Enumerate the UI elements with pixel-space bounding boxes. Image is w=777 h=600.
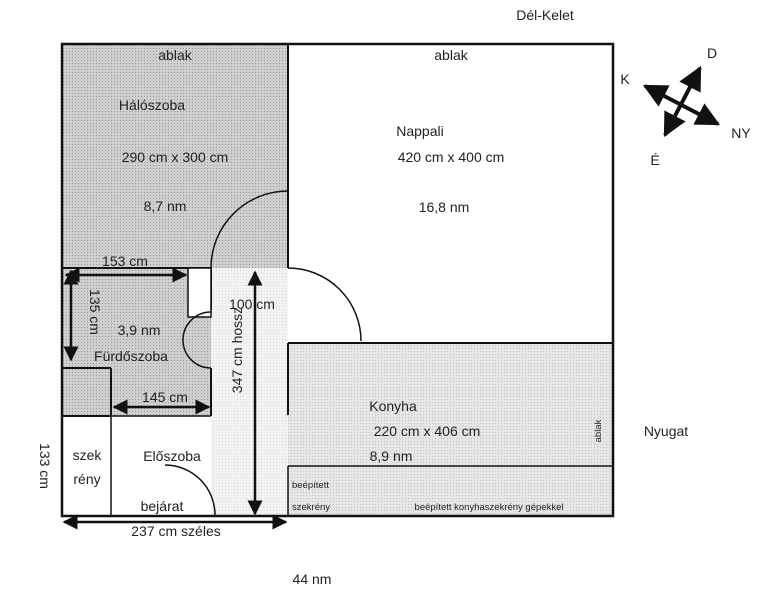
bath-name: Fürdőszoba	[94, 348, 168, 364]
compass-d: D	[707, 45, 717, 61]
bedroom-area	[62, 44, 288, 268]
entrance-label: bejárat	[141, 498, 184, 514]
walls	[60, 42, 615, 518]
closet-label-1: szek	[73, 447, 103, 463]
hall-door-width: 100 cm	[229, 296, 275, 312]
bedroom-size: 290 cm x 300 cm	[122, 149, 229, 165]
builtin-label-2: szekrény	[292, 502, 330, 513]
living-area-label: 16,8 nm	[419, 199, 470, 215]
bedroom-area-label: 8,7 nm	[144, 198, 187, 214]
kitchen-area-label: 8,9 nm	[370, 448, 413, 464]
door-arcs	[164, 190, 362, 516]
kitchen-size: 220 cm x 406 cm	[374, 423, 481, 439]
orientation-west: Nyugat	[644, 423, 688, 439]
hall-name: Előszoba	[143, 448, 201, 464]
bedroom-name: Hálószoba	[119, 97, 185, 113]
builtin-area	[288, 466, 613, 516]
kitchen-window-label: ablak	[593, 419, 604, 442]
compass-ny: NY	[731, 125, 751, 141]
dimension-lines	[62, 267, 288, 530]
bath-area-label: 3,9 nm	[118, 322, 161, 338]
hall-length: 347 cm hossz	[229, 307, 245, 393]
compass-k: K	[620, 71, 630, 87]
bath-width-label: 153 cm	[102, 253, 148, 269]
pillar	[187, 267, 212, 318]
bath-bottom-label: 145 cm	[142, 389, 188, 405]
living-window-label: ablak	[434, 47, 468, 63]
closet-area	[62, 416, 111, 516]
kitchen-area	[288, 343, 613, 466]
closet-label-2: rény	[73, 471, 100, 487]
compass-arrows	[642, 65, 721, 138]
orientation-southeast: Dél-Kelet	[516, 7, 574, 23]
living-size: 420 cm x 400 cm	[398, 149, 505, 165]
kitchen-name: Konyha	[369, 398, 417, 414]
bath-height-label: 135 cm	[87, 289, 103, 335]
closet-top-area	[62, 368, 111, 416]
bedroom-window-label: ablak	[158, 47, 192, 63]
hall-width: 237 cm széles	[131, 523, 220, 539]
builtin-label-1: beépített	[292, 480, 329, 491]
compass-e: É	[650, 152, 659, 168]
kitchen-cabinet-label: beépített konyhaszekrény gépekkel	[415, 502, 564, 513]
closet-height: 133 cm	[37, 443, 53, 489]
total-area: 44 nm	[293, 571, 332, 587]
living-name: Nappali	[396, 123, 443, 139]
